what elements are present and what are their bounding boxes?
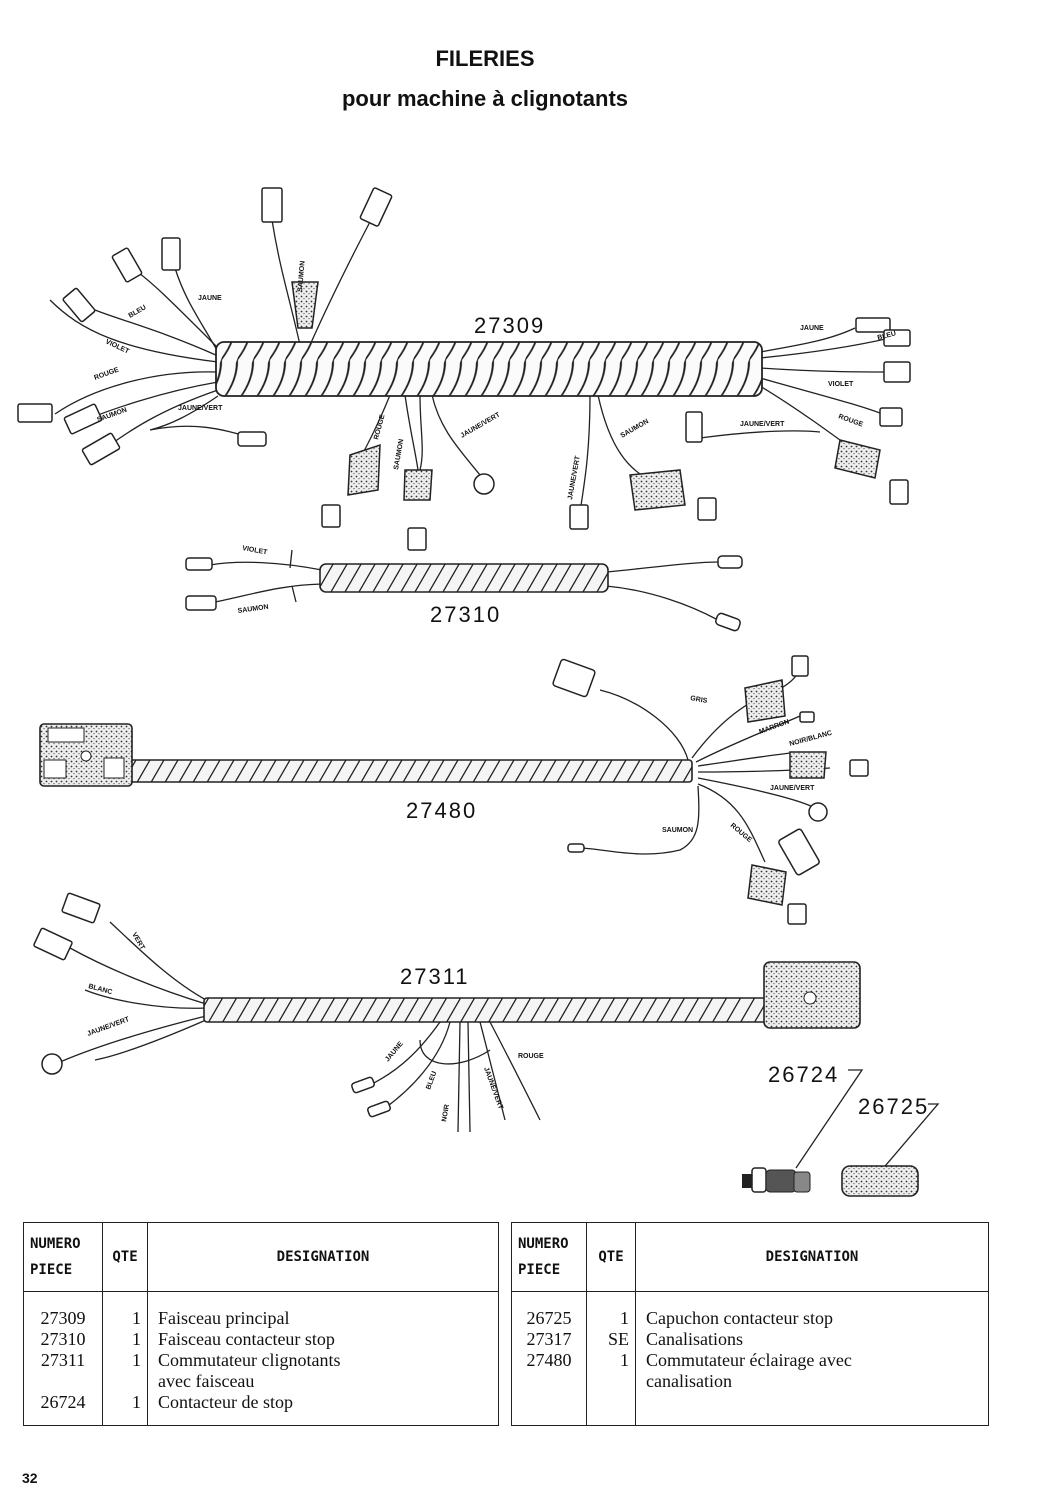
cell-designation: Commutateur clignotants: [158, 1350, 341, 1370]
harness-27309-sleeves: [291, 281, 881, 511]
wire-label: ROUGE: [729, 822, 753, 844]
cell-qty: SE: [607, 1329, 629, 1349]
harness-27480-number: 27480: [406, 798, 477, 823]
designation-column: Faisceau principal Faisceau contacteur s…: [148, 1292, 499, 1426]
wire-label: BLEU: [877, 330, 897, 342]
qty-column: 1 1 1 1: [102, 1291, 148, 1426]
cell-designation: canalisation: [646, 1371, 732, 1391]
wire-label: JAUNE/VERT: [567, 455, 582, 501]
harness-27310: VIOLET SAUMON 27310: [185, 545, 743, 632]
harness-27309: 27309 JAUNE SAUMON BLEU ROUGE VIOLET SAU…: [17, 187, 911, 551]
header-designation: DESIGNATION: [635, 1222, 989, 1292]
header-piece: PIECE: [30, 1262, 73, 1278]
cell-designation: Faisceau contacteur stop: [158, 1329, 335, 1349]
wire-label: SAUMON: [662, 827, 693, 834]
table-header-row: NUMERO PIECE QTE DESIGNATION: [23, 1222, 499, 1292]
wire-label: BLANC: [87, 983, 112, 996]
wire-label: JAUNE/VERT: [178, 405, 223, 412]
table-body-row: 27309 27310 27311 26724 1 1 1 1 Faisceau…: [23, 1291, 499, 1426]
harness-27309-terminals: [17, 187, 911, 551]
cell-number: 26725: [526, 1308, 572, 1328]
cell-number: 27309: [40, 1308, 86, 1328]
cell-qty: 1: [132, 1392, 141, 1412]
table-body-row: 26725 27317 27480 1 SE 1 Capuchon contac…: [511, 1291, 989, 1426]
page-subtitle: pour machine à clignotants: [341, 86, 629, 111]
lighting-switch-body: [39, 723, 133, 787]
wire-label: ROUGE: [93, 366, 120, 381]
wire-label: JAUNE: [384, 1040, 405, 1063]
wire-label: GRIS: [690, 695, 708, 705]
table-header-row: NUMERO PIECE QTE DESIGNATION: [511, 1222, 989, 1292]
cell-number: 27317: [526, 1329, 572, 1349]
header-numero: NUMERO: [518, 1236, 569, 1252]
wire-label: SAUMON: [393, 438, 405, 470]
wire-label: JAUNE/VERT: [770, 785, 815, 792]
cell-qty: 1: [132, 1350, 141, 1370]
header-piece: PIECE: [518, 1262, 561, 1278]
cell-qty: [591, 1371, 629, 1392]
part-26725-number: 26725: [858, 1094, 929, 1119]
wire-label: MARRON: [758, 719, 790, 736]
page-title: FILERIES: [435, 46, 535, 71]
wire-label: ROUGE: [373, 414, 386, 441]
header-qte: QTE: [586, 1222, 636, 1292]
cell-number: [28, 1371, 98, 1392]
header-qte: QTE: [102, 1222, 148, 1292]
wire-label: BLEU: [128, 304, 148, 320]
cell-number: [516, 1371, 582, 1392]
header-numero-piece: NUMERO PIECE: [23, 1222, 103, 1292]
page-number: 32: [22, 1470, 38, 1486]
parts-table-left: NUMERO PIECE QTE DESIGNATION 27309 27310…: [23, 1222, 499, 1426]
designation-column: Capuchon contacteur stop Canalisations C…: [636, 1292, 989, 1426]
cell-qty: 1: [620, 1350, 629, 1370]
part-26724-number: 26724: [768, 1062, 839, 1087]
wire-label: SAUMON: [297, 261, 307, 293]
cell-qty: [107, 1371, 141, 1392]
harness-27310-number: 27310: [430, 602, 501, 627]
cell-number: 26724: [40, 1392, 86, 1412]
header-numero: NUMERO: [30, 1236, 81, 1252]
header-designation: DESIGNATION: [147, 1222, 499, 1292]
qty-column: 1 SE 1: [586, 1291, 636, 1426]
cell-number: 27311: [40, 1350, 86, 1370]
wire-label: NOIR: [441, 1104, 451, 1122]
stop-switch-cap-icon: [841, 1165, 919, 1197]
cell-qty: 1: [132, 1329, 141, 1349]
wire-label: JAUNE: [800, 325, 824, 332]
wire-label: BLEU: [425, 1070, 438, 1090]
cell-designation: Faisceau principal: [158, 1308, 290, 1328]
harness-27309-number: 27309: [474, 313, 545, 338]
wire-label: ROUGE: [837, 413, 864, 428]
cell-qty: 1: [132, 1308, 141, 1328]
parts-table-right: NUMERO PIECE QTE DESIGNATION 26725 27317…: [511, 1222, 989, 1426]
wire-label: VIOLET: [242, 545, 269, 556]
cell-designation: Contacteur de stop: [158, 1392, 293, 1412]
cell-designation: avec faisceau: [158, 1371, 255, 1391]
wire-label: NOIR/BLANC: [789, 730, 833, 748]
stop-switch-icon: [742, 1167, 811, 1193]
harness-27311-number: 27311: [400, 964, 470, 989]
wire-label: SAUMON: [620, 418, 650, 440]
cell-designation: Commutateur éclairage avec: [646, 1350, 852, 1370]
wire-label: JAUNE/VERT: [460, 411, 503, 440]
cell-designation: Capuchon contacteur stop: [646, 1308, 833, 1328]
wire-label: JAUNE/VERT: [86, 1016, 131, 1038]
cell-qty: 1: [620, 1308, 629, 1328]
wire-label: ROUGE: [518, 1053, 544, 1060]
cell-designation: Canalisations: [646, 1329, 743, 1349]
turn-signal-switch-body: [763, 961, 861, 1029]
wire-label: SAUMON: [237, 604, 269, 615]
cell-number: 27480: [526, 1350, 572, 1370]
harness-27480: GRIS MARRON NOIR/BLANC JAUNE/VERT SAUMON…: [39, 655, 869, 925]
wire-label: VIOLET: [828, 381, 854, 388]
wiring-diagram: 27309 JAUNE SAUMON BLEU ROUGE VIOLET SAU…: [17, 187, 940, 1197]
numbers-column: 27309 27310 27311 26724: [23, 1291, 103, 1426]
harness-27311: VERT BLANC JAUNE/VERT JAUNE BLEU NOIR JA…: [33, 892, 861, 1133]
header-numero-piece: NUMERO PIECE: [511, 1222, 587, 1292]
wire-label: JAUNE: [198, 295, 222, 302]
wire-label: JAUNE/VERT: [740, 421, 785, 428]
numbers-column: 26725 27317 27480: [511, 1291, 587, 1426]
cell-number: 27310: [40, 1329, 86, 1349]
stop-switch-parts: 26724 26725: [742, 1062, 940, 1197]
